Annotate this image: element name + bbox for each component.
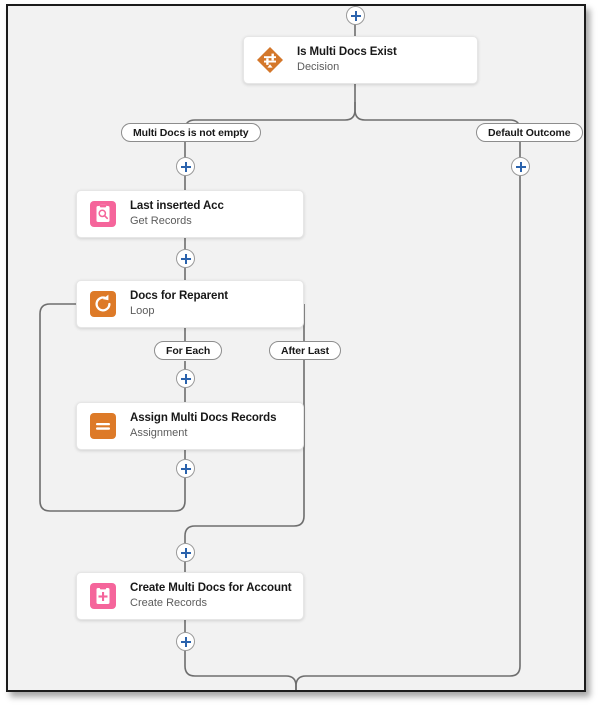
- add-element-button-left-branch-top[interactable]: [176, 157, 195, 176]
- add-element-button-before-create-records[interactable]: [176, 543, 195, 562]
- flow-node-get-records[interactable]: Last inserted Acc Get Records: [76, 190, 304, 238]
- get-records-clipboard-search-icon: [89, 200, 117, 228]
- add-element-button-right-branch-top[interactable]: [511, 157, 530, 176]
- loop-refresh-icon: [89, 290, 117, 318]
- node-subtitle: Assignment: [130, 427, 188, 440]
- create-records-clipboard-plus-icon: [89, 582, 117, 610]
- flow-node-create-records[interactable]: Create Multi Docs for Account Create Rec…: [76, 572, 304, 620]
- branch-label-default-outcome[interactable]: Default Outcome: [476, 123, 583, 142]
- node-subtitle: Create Records: [130, 597, 208, 610]
- node-subtitle: Decision: [297, 61, 340, 74]
- add-element-button-after-create-records[interactable]: [176, 632, 195, 651]
- flow-canvas-frame: Is Multi Docs Exist Decision Last insert…: [6, 4, 586, 692]
- branch-label-after-last[interactable]: After Last: [269, 341, 342, 360]
- flow-node-assignment[interactable]: Assign Multi Docs Records Assignment: [76, 402, 304, 450]
- node-title: Assign Multi Docs Records: [130, 411, 277, 424]
- flow-node-loop[interactable]: Docs for Reparent Loop: [76, 280, 304, 328]
- add-element-button-after-get-records[interactable]: [176, 249, 195, 268]
- decision-diamond-icon: [256, 46, 284, 74]
- branch-label-multi-docs-is-not-empty[interactable]: Multi Docs is not empty: [121, 123, 261, 142]
- assignment-lines-icon: [89, 412, 117, 440]
- node-subtitle: Loop: [130, 305, 155, 318]
- node-title: Docs for Reparent: [130, 289, 228, 302]
- node-subtitle: Get Records: [130, 215, 192, 228]
- flow-canvas[interactable]: Is Multi Docs Exist Decision Last insert…: [8, 6, 584, 690]
- add-element-button-after-assignment[interactable]: [176, 459, 195, 478]
- node-title: Create Multi Docs for Account: [130, 581, 292, 594]
- add-element-button-for-each[interactable]: [176, 369, 195, 388]
- node-title: Is Multi Docs Exist: [297, 45, 397, 58]
- flow-node-decision[interactable]: Is Multi Docs Exist Decision: [243, 36, 478, 84]
- branch-label-for-each[interactable]: For Each: [154, 341, 223, 360]
- add-element-button-above-decision[interactable]: [346, 6, 365, 25]
- node-title: Last inserted Acc: [130, 199, 224, 212]
